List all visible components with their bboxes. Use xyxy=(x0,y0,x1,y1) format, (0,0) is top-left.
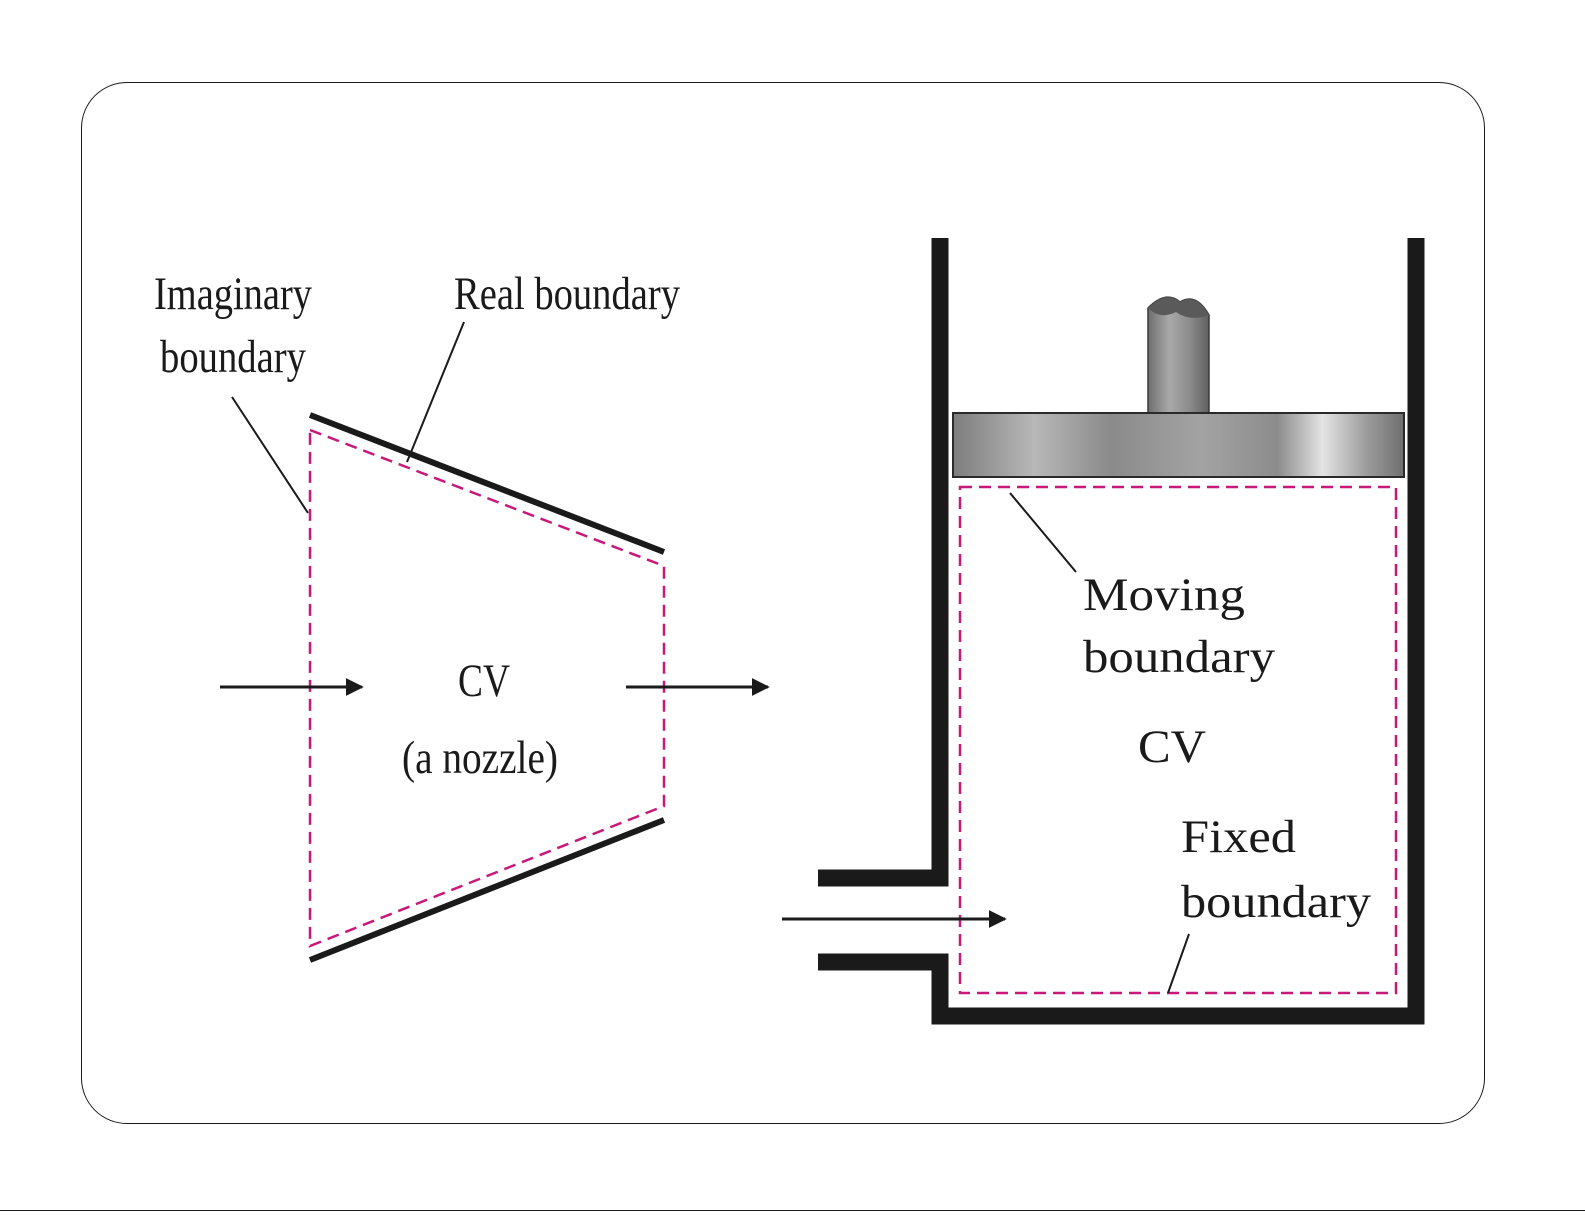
footer-rule xyxy=(0,1210,1585,1211)
moving-boundary-leader xyxy=(1010,493,1076,572)
piston xyxy=(953,413,1404,477)
nozzle-cv-sublabel: (a nozzle) xyxy=(402,732,558,784)
nozzle-diagram: Imaginary boundary Real boundary CV (a n… xyxy=(154,268,768,960)
fixed-boundary-label-line2: boundary xyxy=(1181,876,1372,928)
cylinder-cv-label: CV xyxy=(1138,721,1206,773)
nozzle-cv-label: CV xyxy=(458,655,510,707)
nozzle-real-wall-top xyxy=(310,415,664,552)
nozzle-real-wall-bottom xyxy=(310,820,664,960)
piston-cylinder-diagram: Moving boundary CV Fixed boundary xyxy=(782,238,1416,1016)
imaginary-boundary-label-line2: boundary xyxy=(160,331,306,383)
real-boundary-label: Real boundary xyxy=(454,268,680,320)
imaginary-boundary-label-line1: Imaginary xyxy=(154,268,312,320)
imaginary-boundary-leader xyxy=(232,397,308,513)
fixed-boundary-leader xyxy=(1168,934,1189,993)
moving-boundary-label-line2: boundary xyxy=(1083,631,1276,683)
moving-boundary-label-line1: Moving xyxy=(1083,569,1245,621)
real-boundary-leader xyxy=(407,322,464,462)
fixed-boundary-label-line1: Fixed xyxy=(1181,811,1296,863)
